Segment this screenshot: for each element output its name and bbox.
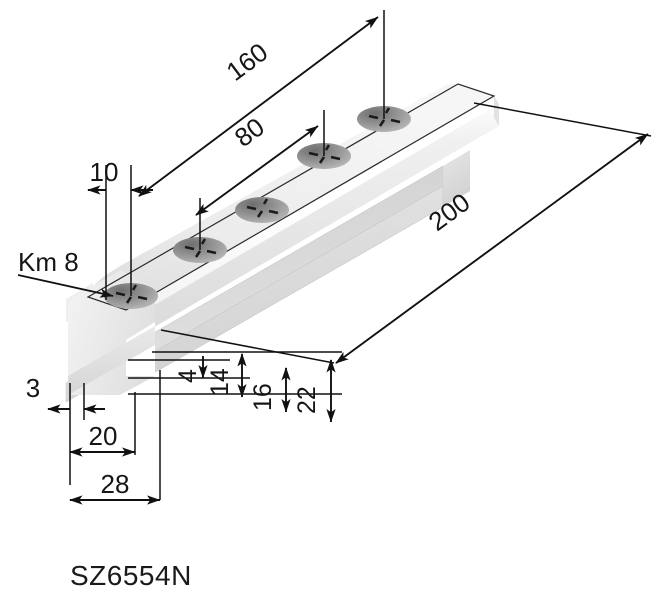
dim-10-label: 10 <box>90 157 119 187</box>
dim-14-label: 14 <box>206 368 234 396</box>
dim-200-line <box>335 133 649 364</box>
dim-28: 28 <box>69 469 161 505</box>
dim-3-label: 3 <box>26 373 40 403</box>
part-number-label: SZ6554N <box>70 560 192 591</box>
km8-leader <box>17 274 114 298</box>
dim-16-label: 16 <box>249 383 277 411</box>
dim-km8: Km 8 <box>17 247 114 298</box>
dim-20: 20 <box>69 421 136 457</box>
countersunk-hole <box>235 197 289 223</box>
dim-3: 3 <box>26 373 105 414</box>
projection-front-bottom <box>160 329 335 364</box>
flange-end-cap <box>494 96 499 126</box>
dim-80-line <box>195 125 319 216</box>
foot-front <box>68 326 155 395</box>
projection-right-end <box>473 102 652 137</box>
dim-km8-label: Km 8 <box>18 247 79 277</box>
dim-10: 10 <box>87 157 153 195</box>
dim-160-line <box>138 16 379 197</box>
dim-22-label: 22 <box>293 386 321 414</box>
dim-80-label: 80 <box>229 112 270 153</box>
dim-4-label: 4 <box>174 369 202 383</box>
dim-160-label: 160 <box>221 37 274 87</box>
dim-vertical-stack: 4 14 16 22 <box>174 353 336 423</box>
dim-28-label: 28 <box>101 469 130 499</box>
dim-20-label: 20 <box>89 421 118 451</box>
